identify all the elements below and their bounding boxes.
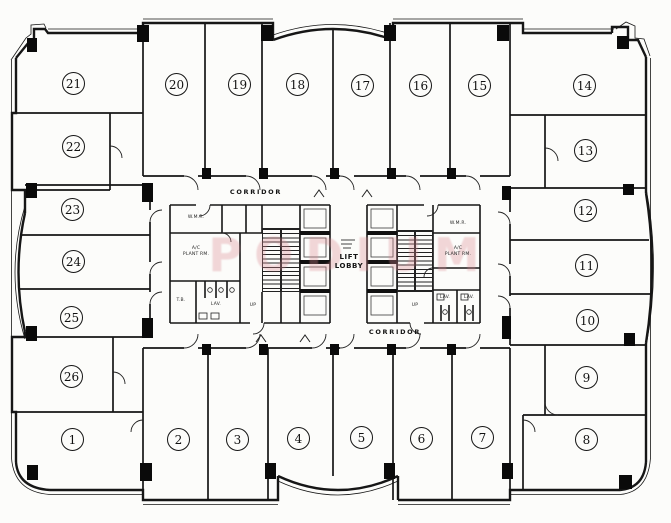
ac-left-line1: A/C — [191, 246, 201, 251]
room-label-tb-left: T.B. — [176, 298, 186, 303]
unit-circle-10: 10 — [576, 309, 599, 332]
unit-circle-16: 16 — [409, 74, 432, 97]
unit-circle-26: 26 — [60, 365, 83, 388]
lift-lobby-line2: LOBBY — [334, 262, 364, 271]
lift-cars — [303, 208, 394, 316]
room-label-up-right: UP — [411, 303, 419, 308]
lift-lobby-line1: LIFT — [339, 253, 359, 261]
unit-circle-25: 25 — [60, 306, 83, 329]
unit-circle-20: 20 — [165, 73, 188, 96]
unit-circle-18: 18 — [286, 73, 309, 96]
unit-circle-1: 1 — [61, 428, 84, 451]
unit-circle-11: 11 — [575, 254, 598, 277]
unit-circle-5: 5 — [350, 426, 373, 449]
structural-columns — [26, 25, 635, 489]
corridor-label-bottom: CORRIDOR — [368, 328, 422, 336]
room-label-lav-right-a: LAV. — [439, 295, 451, 300]
unit-circle-14: 14 — [573, 74, 596, 97]
unit-circle-3: 3 — [226, 428, 249, 451]
ac-left-line2: PLANT RM. — [182, 251, 210, 257]
unit-circle-6: 6 — [410, 427, 433, 450]
room-label-wmr-right: W.M.R. — [449, 221, 467, 226]
room-label-lav-left: LAV. — [210, 302, 222, 307]
unit-circle-13: 13 — [574, 139, 597, 162]
room-label-ac-left: A/C PLANT RM. — [176, 246, 216, 257]
unit-circle-9: 9 — [575, 366, 598, 389]
unit-circle-19: 19 — [228, 73, 251, 96]
door-swings — [109, 145, 559, 433]
room-label-wmr-left: W.M.R. — [187, 215, 205, 220]
ac-right-line2: PLANT RM. — [444, 251, 472, 257]
unit-circle-2: 2 — [167, 428, 190, 451]
toilet-fixtures — [198, 287, 472, 320]
unit-circle-8: 8 — [575, 428, 598, 451]
room-label-ac-right: A/C PLANT RM. — [438, 246, 478, 257]
stairs-right — [397, 230, 433, 292]
room-label-lav-right-b: LAV. — [463, 295, 475, 300]
unit-circle-15: 15 — [468, 74, 491, 97]
lift-shaft-dividers — [300, 231, 397, 293]
unit-circle-24: 24 — [62, 250, 85, 273]
unit-circle-22: 22 — [62, 135, 85, 158]
unit-circle-12: 12 — [574, 199, 597, 222]
unit-circle-17: 17 — [351, 74, 374, 97]
ac-right-line1: A/C — [453, 246, 463, 251]
unit-circle-4: 4 — [287, 427, 310, 450]
lift-lobby-label: LIFT LOBBY — [324, 253, 374, 272]
stairs-left — [262, 228, 300, 292]
core-walls — [169, 204, 481, 324]
plan-marks — [255, 189, 373, 343]
corridor-label-top: CORRIDOR — [229, 188, 283, 196]
unit-circle-23: 23 — [61, 198, 84, 221]
unit-circle-7: 7 — [471, 426, 494, 449]
unit-circle-21: 21 — [62, 72, 85, 95]
room-label-up-left: UP — [249, 303, 257, 308]
